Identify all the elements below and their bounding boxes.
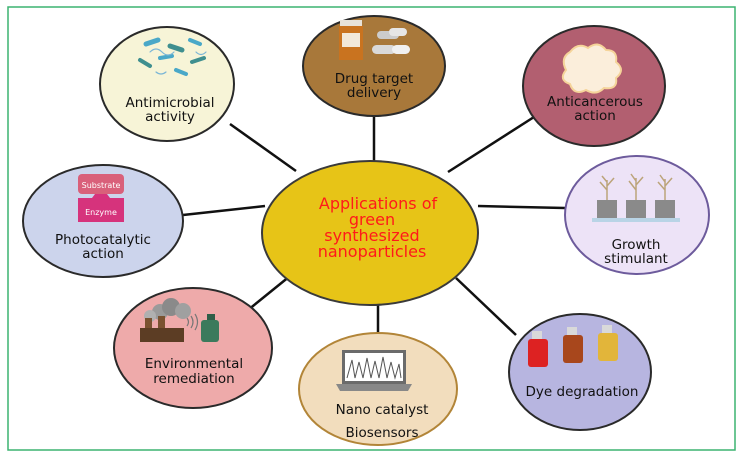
catalyst-label-line2: Biosensors [345, 425, 418, 441]
node-growth: Growth stimulant [564, 155, 710, 275]
bacteria-icon [138, 37, 207, 76]
center-node: Applications of green synthesized nanopa… [261, 160, 479, 306]
connectors [182, 115, 566, 338]
drug-delivery-label-line2: delivery [347, 85, 401, 101]
growth-label-line1: Growth [612, 237, 661, 253]
connector-dye [455, 277, 517, 336]
laptop-graph-icon [336, 350, 412, 391]
catalyst-label-line1: Nano catalyst [336, 402, 429, 418]
pill-bottle-icon [339, 20, 410, 60]
drug-delivery-label-line1: Drug target [335, 71, 413, 87]
enzyme-label: Enzyme [85, 208, 117, 217]
factory-spray-icon [140, 298, 219, 342]
connector-photocatalytic [182, 204, 266, 217]
plant-pots-icon [592, 173, 680, 222]
center-title-line4: nanoparticles [318, 242, 427, 261]
anticancer-label-line2: action [574, 108, 616, 124]
connector-antimicrobial [229, 122, 297, 173]
node-drug-delivery: Drug target delivery [302, 15, 446, 117]
environment-label-line2: remediation [153, 371, 234, 387]
antimicrobial-label-line1: Antimicrobial [125, 95, 214, 111]
environment-label-line1: Environmental [145, 356, 243, 372]
connector-growth [477, 204, 566, 210]
growth-label-line2: stimulant [604, 251, 668, 267]
substrate-enzyme-icon: Substrate Enzyme [78, 174, 124, 222]
connector-anticancer [447, 115, 535, 174]
node-environment: Environmental remediation [113, 287, 273, 409]
dye-bottles-icon [528, 325, 618, 367]
center-title-line3: synthesized [324, 226, 419, 245]
center-title-line2: green [349, 210, 395, 229]
antimicrobial-label-line2: activity [145, 109, 195, 125]
node-photocatalytic: Substrate Enzyme Photocatalytic action [22, 164, 184, 278]
substrate-label: Substrate [82, 181, 121, 190]
node-catalyst: Nano catalyst Biosensors [298, 332, 458, 446]
node-antimicrobial: Antimicrobial activity [99, 26, 235, 142]
connector-environment [247, 275, 291, 311]
center-title-line1: Applications of [319, 194, 438, 213]
dye-label: Dye degradation [526, 384, 639, 400]
cancer-cell-icon [561, 43, 622, 94]
node-dye: Dye degradation [508, 313, 652, 431]
node-anticancer: Anticancerous action [522, 25, 666, 147]
photocatalytic-label-line1: Photocatalytic [55, 232, 151, 248]
anticancer-label-line1: Anticancerous [547, 94, 643, 110]
photocatalytic-label-line2: action [82, 246, 124, 262]
